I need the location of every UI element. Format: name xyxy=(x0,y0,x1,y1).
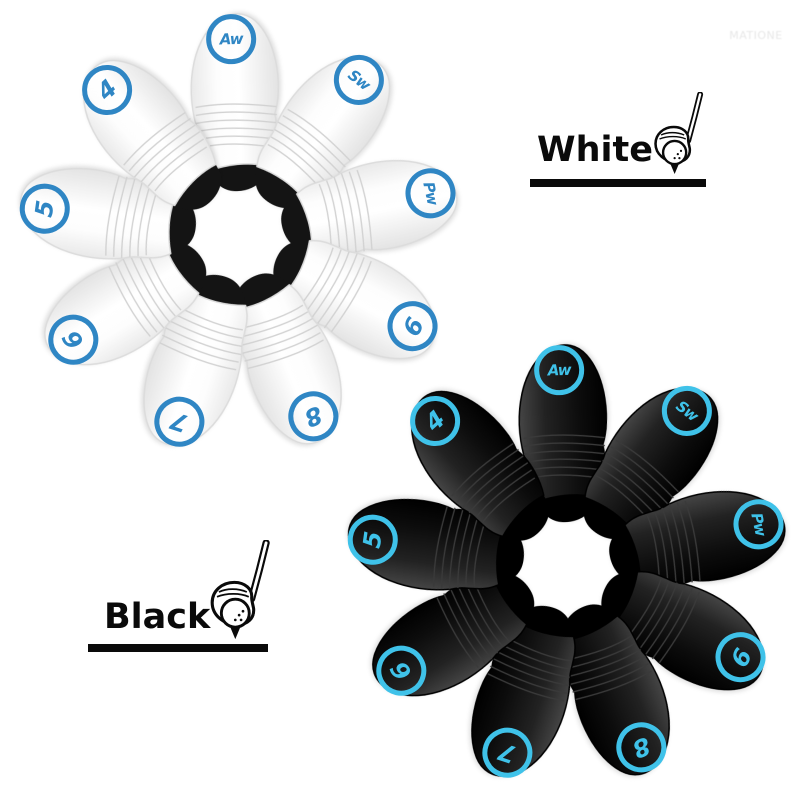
club-label-text: Sw xyxy=(344,65,374,94)
club-label-text: 4 xyxy=(419,405,451,438)
club-label-text: Aw xyxy=(547,360,571,380)
club-label-text: 5 xyxy=(357,529,388,550)
club-label-text: Pw xyxy=(747,511,771,538)
white-caption-label: White xyxy=(537,130,653,170)
club-label-text: Aw xyxy=(219,29,243,49)
club-label-text: 4 xyxy=(91,74,123,107)
golf-club-icon xyxy=(645,92,717,178)
club-label-text: Sw xyxy=(672,396,702,425)
club-label-text: 6 xyxy=(385,656,418,686)
black-caption-label: Black xyxy=(104,597,211,637)
club-label-text: 6 xyxy=(57,325,90,355)
white-caption-underline xyxy=(530,179,706,187)
club-label-text: 9 xyxy=(396,312,429,341)
club-label-text: 8 xyxy=(300,400,327,433)
club-label-text: Pw xyxy=(419,180,443,207)
club-label-text: 9 xyxy=(724,643,757,672)
golf-club-icon xyxy=(205,540,281,644)
club-label-text: 5 xyxy=(29,198,60,219)
club-label-text: 7 xyxy=(167,405,192,438)
watermark: MATIONE xyxy=(729,29,783,42)
club-label-text: 8 xyxy=(628,731,655,764)
black-caption-underline xyxy=(88,644,268,652)
club-label-text: 7 xyxy=(495,736,520,769)
